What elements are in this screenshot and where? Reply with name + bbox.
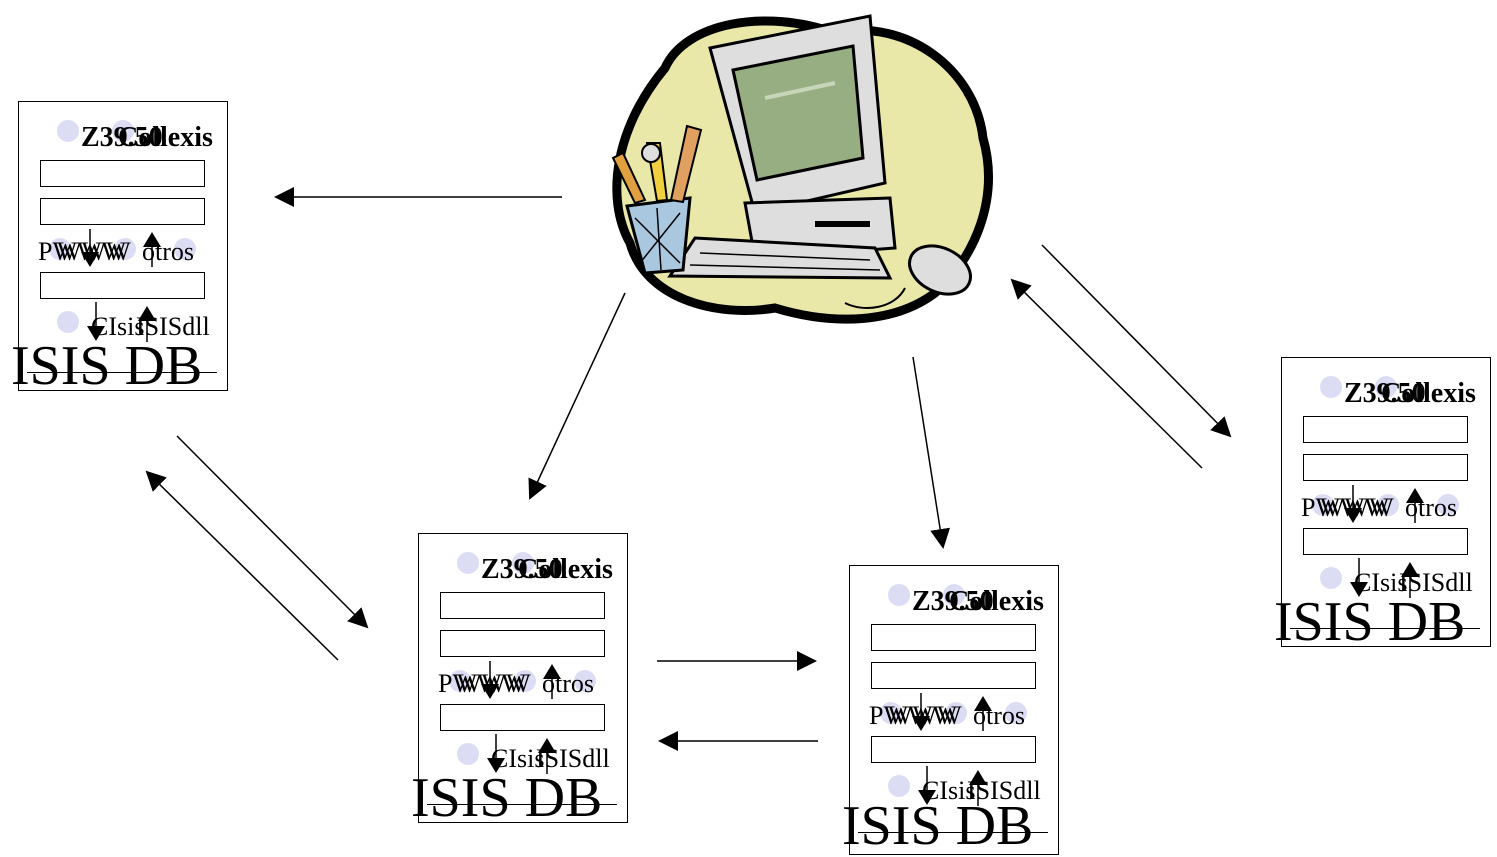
arrow-left-to-center [176, 435, 369, 629]
isis-db-label: ISIS DB [1274, 591, 1466, 653]
bullet-dot-icon [114, 238, 136, 260]
z3950-label: Z39.50 [81, 122, 163, 153]
bullet-dot-icon [880, 702, 902, 724]
layer-box [871, 736, 1036, 763]
db-underline [858, 832, 1048, 833]
bullet-dot-icon [574, 670, 596, 692]
db-underline [1290, 628, 1480, 629]
layer-box [871, 662, 1036, 689]
bullet-dot-icon [888, 775, 910, 797]
z3950-label: Z39.50 [912, 586, 994, 617]
layer-box [871, 624, 1036, 651]
vertical-arrows [912, 693, 992, 806]
bullet-dot-icon [1437, 494, 1459, 516]
computer-clipart-icon [611, 14, 993, 324]
isis-node-right-bottom: Z39.50 Collexis PWWW WWW otros CIsis ISI… [842, 565, 1059, 855]
collexis-label: Collexis [949, 586, 1044, 617]
db-underline [427, 804, 617, 805]
bullet-dot-icon [514, 670, 536, 692]
arrow-far-right-to-computer [1010, 278, 1203, 469]
pwww-label: PWWW [38, 237, 127, 266]
bullet-dot-icon [1320, 376, 1342, 398]
pwww-label: PWWW [438, 669, 527, 698]
isis-db-label: ISIS DB [842, 795, 1034, 857]
bullet-dot-icon [943, 584, 965, 606]
vertical-arrows [481, 661, 561, 774]
layer-box [440, 704, 605, 731]
vertical-arrows [81, 229, 161, 342]
arrow-center-to-left [145, 470, 339, 661]
layer-box [40, 272, 205, 299]
layer-box [40, 160, 205, 187]
bullet-dot-icon [1312, 494, 1334, 516]
layer-box [440, 630, 605, 657]
arrow-computer-to-right-bottom [912, 356, 951, 549]
arrow-computer-to-far-right [1041, 244, 1232, 438]
z3950-label: Z39.50 [481, 554, 563, 585]
bullet-dot-icon [1375, 376, 1397, 398]
isis-db-label: ISIS DB [11, 335, 203, 397]
pwww-label: PWWW [1301, 493, 1390, 522]
bullet-dot-icon [49, 238, 71, 260]
isis-node-center-bottom: Z39.50 Collexis PWWW WWW otros CIsis ISI… [411, 533, 628, 826]
bullet-dot-icon [1320, 567, 1342, 589]
bullet-dot-icon [1005, 702, 1027, 724]
layer-box [1303, 528, 1468, 555]
bullet-dot-icon [57, 311, 79, 333]
bullet-dot-icon [457, 552, 479, 574]
bullet-dot-icon [512, 552, 534, 574]
bullet-dot-icon [57, 120, 79, 142]
layer-box [440, 592, 605, 619]
collexis-label: Collexis [1381, 378, 1476, 409]
pwww-label: PWWW [869, 701, 958, 730]
z3950-label: Z39.50 [1344, 378, 1426, 409]
db-underline [27, 372, 217, 373]
bullet-dot-icon [112, 120, 134, 142]
bullet-dot-icon [1377, 494, 1399, 516]
vertical-arrows [1344, 485, 1424, 598]
bullet-dot-icon [174, 238, 196, 260]
bullet-dot-icon [457, 743, 479, 765]
bullet-dot-icon [945, 702, 967, 724]
isis-node-far-right: Z39.50 Collexis PWWW WWW otros CIsis ISI… [1274, 357, 1491, 650]
collexis-label: Collexis [118, 122, 213, 153]
arrow-computer-to-center [528, 292, 626, 500]
layer-box [1303, 416, 1468, 443]
isis-node-left: Z39.50 Collexis PWWW WWW otros CIsis ISI… [11, 101, 228, 394]
bullet-dot-icon [449, 670, 471, 692]
layer-box [40, 198, 205, 225]
collexis-label: Collexis [518, 554, 613, 585]
layer-box [1303, 454, 1468, 481]
isis-db-label: ISIS DB [411, 767, 603, 829]
bullet-dot-icon [888, 584, 910, 606]
